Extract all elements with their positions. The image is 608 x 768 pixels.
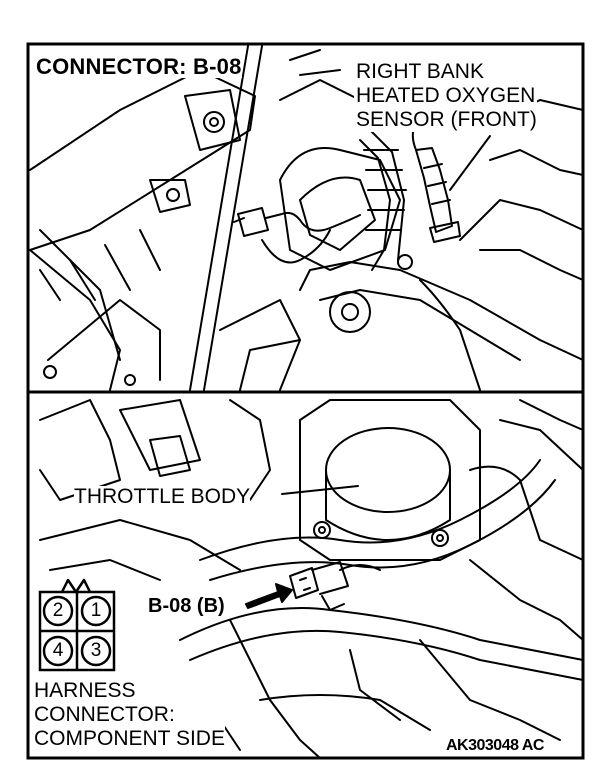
sensor-label: RIGHT BANK HEATED OXYGEN SENSOR (FRONT) <box>354 60 537 132</box>
pin-4: 4 <box>52 640 64 661</box>
sensor-label-line-1: RIGHT BANK <box>356 60 484 83</box>
harness-connector-symbol <box>38 578 116 672</box>
connector-callout-label: B-08 (B) <box>148 595 225 617</box>
figure-id: AK303048 AC <box>446 737 544 754</box>
sensor-label-line-2: HEATED OXYGEN <box>356 84 536 107</box>
connector-arrow <box>245 583 293 609</box>
pin-1: 1 <box>90 600 102 621</box>
pin-3: 3 <box>90 640 102 661</box>
harness-label-line-1: HARNESS <box>34 679 136 702</box>
upper-engine-illustration <box>29 45 584 391</box>
throttle-body-label: THROTTLE BODY <box>74 485 251 508</box>
sensor-label-line-3: SENSOR (FRONT) <box>356 108 537 131</box>
outer-border <box>26 42 585 760</box>
connector-title: CONNECTOR: B-08 <box>36 54 242 79</box>
harness-label-line-2: CONNECTOR: <box>34 703 175 726</box>
lower-engine-illustration <box>39 399 584 759</box>
harness-connector-label: HARNESS CONNECTOR: COMPONENT SIDE <box>34 679 225 751</box>
pin-2: 2 <box>52 600 64 621</box>
harness-label-line-3: COMPONENT SIDE <box>34 727 225 750</box>
